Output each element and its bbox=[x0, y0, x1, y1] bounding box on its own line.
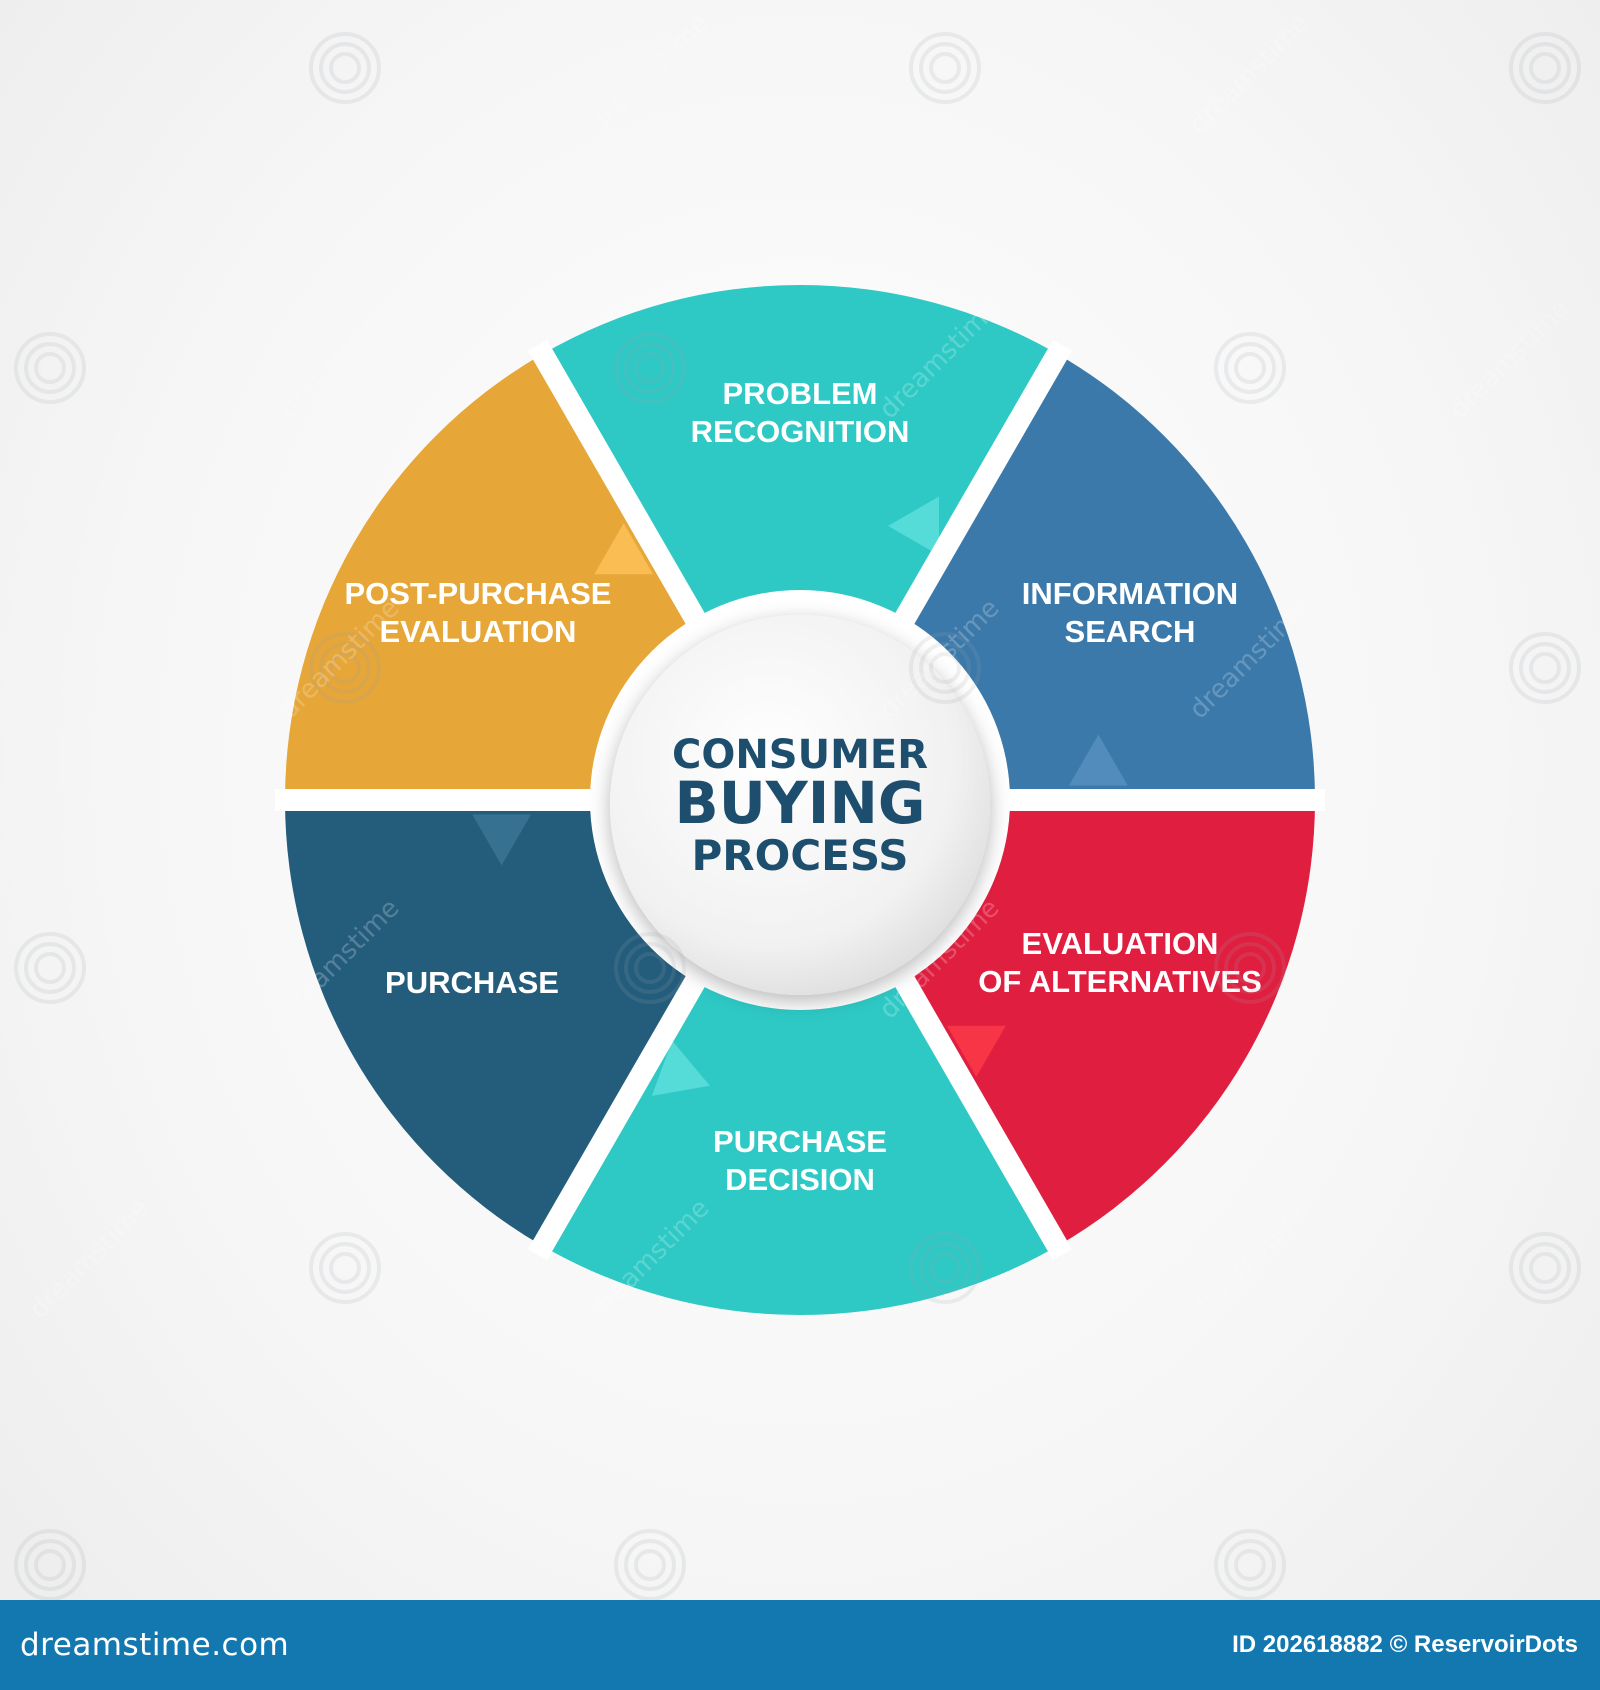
footer-credit: ID 202618882 © ReservoirDots bbox=[1232, 1631, 1578, 1658]
watermark-text: dreamstime bbox=[1184, 1193, 1316, 1325]
consumer-buying-process-diagram: CONSUMER BUYING PROCESS PROBLEMRECOGNITI… bbox=[14, 8, 1581, 1600]
segment-3-arrow-icon bbox=[946, 1025, 1006, 1077]
segment-5-label-line-1: PURCHASE bbox=[385, 965, 559, 1000]
watermark-spiral-icon bbox=[309, 632, 381, 704]
watermark-spiral-icon bbox=[1214, 332, 1286, 404]
watermark-spiral-icon bbox=[909, 1232, 981, 1304]
watermark-text: dreamstime bbox=[1184, 8, 1316, 140]
watermark-spiral-icon bbox=[1509, 32, 1581, 104]
watermark-spiral-icon bbox=[614, 932, 686, 1004]
watermark-spiral-icon bbox=[614, 332, 686, 404]
segment-3-label-line-2: OF ALTERNATIVES bbox=[978, 964, 1262, 999]
footer-bar: dreamstime.com ID 202618882 © ReservoirD… bbox=[0, 1600, 1600, 1690]
segment-6-arrow-icon bbox=[594, 523, 654, 575]
watermark-spiral-icon bbox=[1509, 632, 1581, 704]
segment-2-label-line-1: INFORMATION bbox=[1022, 576, 1238, 611]
segment-4 bbox=[542, 800, 1058, 1315]
watermark-spiral-icon bbox=[909, 32, 981, 104]
segment-1 bbox=[542, 285, 1058, 800]
watermark-spiral-icon bbox=[14, 332, 86, 404]
segment-4-arrow-icon bbox=[651, 1040, 710, 1096]
center-hub: CONSUMER BUYING PROCESS bbox=[590, 590, 1010, 1010]
segment-4-label-line-1: PURCHASE bbox=[713, 1124, 887, 1159]
segment-2-arrow-icon bbox=[1068, 734, 1128, 786]
center-title-line-3: PROCESS bbox=[692, 831, 909, 880]
watermark-spiral-icon bbox=[1214, 932, 1286, 1004]
segment-1-arrow-icon bbox=[888, 496, 939, 556]
segment-4-label-line-2: DECISION bbox=[725, 1162, 875, 1197]
watermark-spiral-icon bbox=[14, 932, 86, 1004]
watermark-text: dreamstime bbox=[274, 293, 406, 425]
center-disc bbox=[610, 615, 990, 995]
segment-6-label-line-1: POST-PURCHASE bbox=[345, 576, 612, 611]
segment-3-label-line-1: EVALUATION bbox=[1022, 926, 1219, 961]
footer-brand[interactable]: dreamstime.com bbox=[20, 1627, 290, 1663]
watermark-spiral-icon bbox=[1214, 1529, 1286, 1600]
center-title-line-2: BUYING bbox=[674, 769, 925, 837]
segment-6-label-line-2: EVALUATION bbox=[380, 614, 577, 649]
segment-1-label-line-2: RECOGNITION bbox=[691, 414, 910, 449]
watermark-spiral-icon bbox=[14, 1529, 86, 1600]
watermark-text: dreamstime bbox=[584, 8, 716, 140]
center-title-line-1: CONSUMER bbox=[672, 732, 928, 778]
watermark-spiral-icon bbox=[309, 1232, 381, 1304]
watermark-text: dreamstime bbox=[24, 1193, 156, 1325]
segment-5-arrow-icon bbox=[472, 814, 532, 866]
segments-layer bbox=[285, 285, 1315, 1315]
watermark-spiral-icon bbox=[1509, 1232, 1581, 1304]
segment-2-label-line-2: SEARCH bbox=[1065, 614, 1196, 649]
watermark-spiral-icon bbox=[309, 32, 381, 104]
watermark-text: dreamstime bbox=[1444, 293, 1576, 425]
watermark-spiral-icon bbox=[614, 1529, 686, 1600]
watermark-spiral-icon bbox=[909, 632, 981, 704]
segment-1-label-line-1: PROBLEM bbox=[723, 376, 878, 411]
